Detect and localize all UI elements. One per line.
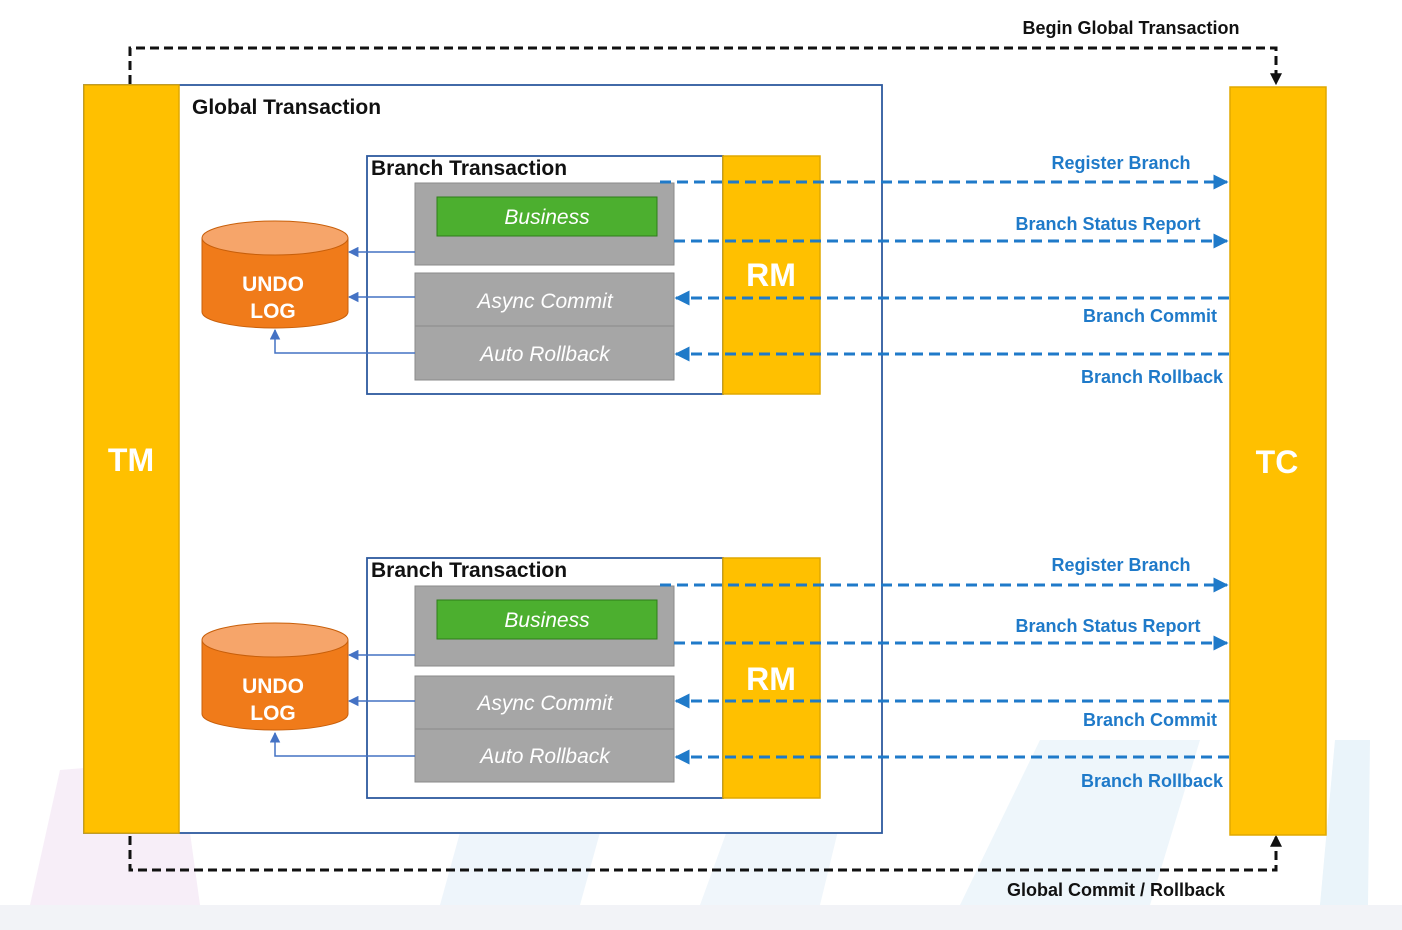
business-block — [436, 599, 658, 640]
auto-rollback-block — [414, 325, 675, 381]
auto-rollback-label: Auto Rollback — [478, 745, 611, 768]
branch-rollback-label: Branch Rollback — [1081, 771, 1224, 791]
tm-block — [83, 84, 180, 834]
branch-status-report-label: Branch Status Report — [1015, 616, 1200, 636]
async-commit-label: Async Commit — [475, 290, 614, 313]
branch-title: Branch Transaction — [371, 157, 567, 180]
branch-commit-label: Branch Commit — [1083, 306, 1217, 326]
tc-block — [1229, 86, 1327, 836]
async-commit-block — [414, 675, 675, 730]
register-branch-label: Register Branch — [1051, 153, 1190, 173]
undo-log-cylinder — [201, 220, 349, 329]
rollback-to-undo-arrow — [269, 328, 415, 354]
auto-rollback-label: Auto Rollback — [478, 343, 611, 366]
register-branch-label: Register Branch — [1051, 555, 1190, 575]
rm-label: RM — [746, 257, 796, 293]
undo-log-cylinder — [201, 622, 349, 731]
business-label: Business — [504, 609, 590, 632]
rm-label: RM — [746, 661, 796, 697]
business-block — [436, 196, 658, 237]
global-commit-rollback-label: Global Commit / Rollback — [1007, 880, 1226, 900]
auto-rollback-block — [414, 728, 675, 783]
async-commit-label: Async Commit — [475, 692, 614, 715]
async-commit-block — [414, 272, 675, 327]
branch-status-report-label: Branch Status Report — [1015, 214, 1200, 234]
global-transaction-label: Global Transaction — [192, 96, 381, 119]
undo-log-label-line2: LOG — [250, 702, 296, 725]
begin-global-transaction-label: Begin Global Transaction — [1022, 18, 1239, 38]
begin-global-transaction-arrow — [128, 46, 1282, 86]
branch-transaction-1: Branch Transaction Business Async Commit… — [201, 153, 1229, 395]
tc-label: TC — [1256, 444, 1299, 480]
global-commit-rollback-arrow — [128, 834, 1282, 872]
business-label: Business — [504, 206, 590, 229]
branch-commit-label: Branch Commit — [1083, 710, 1217, 730]
rollback-to-undo-arrow — [269, 731, 415, 757]
branch-transaction-2: Branch Transaction Business Async Commit… — [201, 555, 1229, 799]
branch-rollback-label: Branch Rollback — [1081, 367, 1224, 387]
undo-log-label-line1: UNDO — [242, 273, 304, 296]
tm-label: TM — [108, 442, 154, 478]
undo-log-label-line1: UNDO — [242, 675, 304, 698]
undo-log-label-line2: LOG — [250, 300, 296, 323]
branch-title: Branch Transaction — [371, 559, 567, 582]
